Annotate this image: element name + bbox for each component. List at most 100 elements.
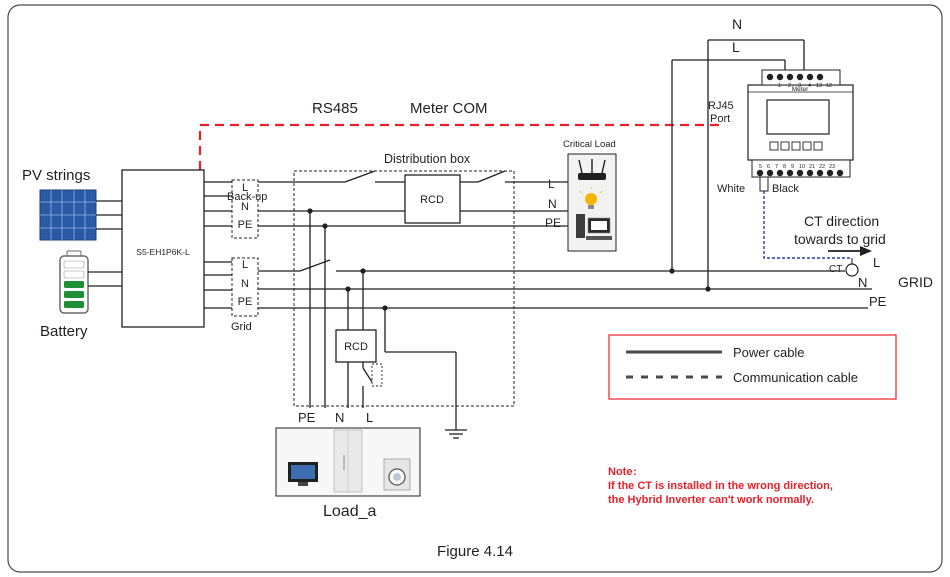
terminal-screw xyxy=(796,169,804,177)
load-pe-label: PE xyxy=(298,410,316,425)
backup-port-l: L xyxy=(242,182,248,194)
figure-caption: Figure 4.14 xyxy=(437,543,513,560)
meter-com-label: Meter COM xyxy=(410,100,488,117)
grid-port-box xyxy=(231,257,259,317)
meter-l-label: L xyxy=(732,39,740,55)
terminal-screw xyxy=(816,73,824,81)
ct-comm-wire xyxy=(763,191,852,259)
ct-label: CT xyxy=(829,264,842,275)
grid-line-n: N xyxy=(858,275,867,290)
grid-port-n: N xyxy=(241,278,249,290)
meter-top-2: 2 xyxy=(788,83,791,89)
meter-bot-6: 6 xyxy=(767,164,770,170)
rs485-label: RS485 xyxy=(312,100,358,117)
solar-panel-icon xyxy=(39,189,97,241)
note-line1: If the CT is installed in the wrong dire… xyxy=(608,480,833,492)
backup-port-pe: PE xyxy=(238,219,253,231)
router-icon xyxy=(578,159,606,180)
legend-box xyxy=(608,334,897,400)
meter-top-13: 13 xyxy=(816,83,822,89)
load-a-title: Load_a xyxy=(323,503,376,520)
terminal-screw xyxy=(796,73,804,81)
wire-junction-dots xyxy=(307,208,711,311)
backup-port-box xyxy=(231,179,259,239)
meter-bot-22: 22 xyxy=(819,164,825,170)
ct-clamp-icon xyxy=(845,263,859,277)
terminal-screw xyxy=(756,169,764,177)
grid-label: GRID xyxy=(898,274,933,290)
ct-white-label: White xyxy=(717,183,745,195)
meter-title: Meter xyxy=(792,86,809,93)
note-line2: the Hybrid Inverter can't work normally. xyxy=(608,494,814,506)
rs485-comm-line xyxy=(198,123,722,170)
washing-machine-icon xyxy=(383,458,411,491)
ct-connector xyxy=(759,176,769,192)
critical-load-n: N xyxy=(548,197,557,211)
grid-line-l: L xyxy=(873,255,880,270)
inverter-box xyxy=(121,169,205,328)
meter-bot-5: 5 xyxy=(759,164,762,170)
note-colon: : xyxy=(633,466,637,478)
rcd-top-label: RCD xyxy=(420,194,444,206)
critical-load-l: L xyxy=(548,177,555,191)
meter-bottom-terminal-block xyxy=(751,159,851,178)
critical-load-pe: PE xyxy=(545,216,561,230)
terminal-screw xyxy=(766,73,774,81)
backup-port-n: N xyxy=(241,201,249,213)
meter-top-1: 1 xyxy=(778,83,781,89)
terminal-screw xyxy=(786,73,794,81)
battery-label: Battery xyxy=(40,323,88,340)
terminal-screw xyxy=(776,73,784,81)
meter-bot-8: 8 xyxy=(783,164,786,170)
rcd-bottom-label: RCD xyxy=(344,341,368,353)
load-l-label: L xyxy=(366,410,373,425)
grid-port-l: L xyxy=(242,259,248,271)
grid-line-pe: PE xyxy=(869,294,887,309)
rcd-top xyxy=(404,174,461,224)
rcd-bottom-switch-box xyxy=(371,363,383,387)
meter-top-4: 4 xyxy=(808,83,811,89)
rcd-bottom xyxy=(335,329,377,363)
terminal-screw xyxy=(806,73,814,81)
source-wires xyxy=(88,200,122,287)
ground-icon xyxy=(445,429,467,439)
meter-top-screws xyxy=(766,73,824,81)
backup-wiring xyxy=(204,170,568,227)
grid-port-pe: PE xyxy=(238,296,253,308)
load-n-label: N xyxy=(335,410,344,425)
ct-black-label: Black xyxy=(772,183,799,195)
meter-bot-23: 23 xyxy=(829,164,835,170)
computer-icon xyxy=(576,214,612,240)
refrigerator-icon xyxy=(333,429,363,493)
backup-port-title: Back-up xyxy=(227,191,267,203)
grid-wiring xyxy=(204,39,872,430)
inverter-model: S5-EH1P6K-L xyxy=(136,247,190,257)
distribution-box-title: Distribution box xyxy=(384,152,471,166)
critical-load-title: Critical Load xyxy=(563,139,616,150)
meter-bot-10: 10 xyxy=(799,164,805,170)
ct-direction-arrow-icon xyxy=(828,246,872,256)
rj45-label: RJ45 xyxy=(708,100,734,112)
meter-bot-7: 7 xyxy=(775,164,778,170)
note-title: Note xyxy=(608,466,632,478)
battery-icon xyxy=(59,250,89,314)
meter-display xyxy=(766,99,830,135)
meter-top-3: 3 xyxy=(798,83,801,89)
light-bulb-icon xyxy=(579,187,603,209)
figure-frame xyxy=(7,4,943,573)
meter-bot-9: 9 xyxy=(791,164,794,170)
legend-comm-label: Communication cable xyxy=(733,370,858,385)
ct-direction-line1: CT direction xyxy=(804,213,879,229)
tv-icon xyxy=(288,462,318,486)
terminal-screw xyxy=(776,169,784,177)
rj45-port-label: Port xyxy=(710,113,730,125)
grid-port-title: Grid xyxy=(231,321,252,333)
terminal-screw xyxy=(816,169,824,177)
ct-direction-line2: towards to grid xyxy=(794,231,886,247)
pv-strings-label: PV strings xyxy=(22,167,90,184)
meter-bot-21: 21 xyxy=(809,164,815,170)
terminal-screw xyxy=(766,169,774,177)
meter-buttons xyxy=(769,141,823,151)
legend-power-label: Power cable xyxy=(733,345,805,360)
